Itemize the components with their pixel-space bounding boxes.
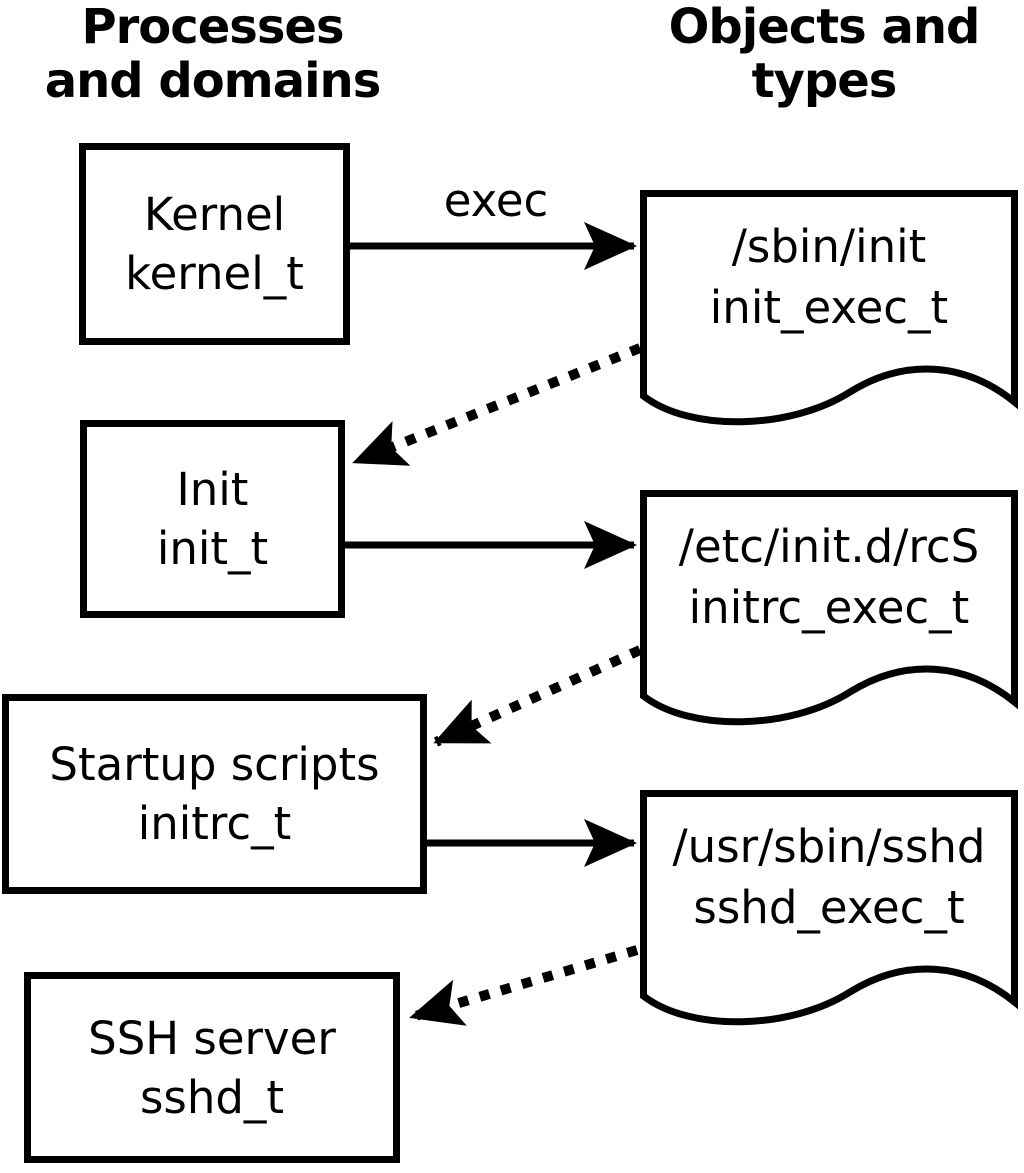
process-type: sshd_t: [139, 1070, 285, 1124]
object-doc-etc-initd-rcs: /etc/init.d/rcS initrc_exec_t: [640, 516, 1018, 638]
object-path: /sbin/init: [731, 220, 927, 273]
object-type: init_exec_t: [709, 281, 949, 334]
left-column-header-line1: Processes: [81, 0, 344, 55]
process-name: SSH server: [88, 1011, 336, 1065]
process-rect-ssh-server: [24, 972, 400, 1163]
object-path: /etc/init.d/rcS: [678, 520, 980, 573]
process-type: kernel_t: [125, 247, 304, 300]
right-column-header: Objects and types: [628, 0, 1020, 108]
transition-arrow-to-initrc: [433, 645, 643, 747]
object-doc-usr-sbin-sshd: /usr/sbin/sshd sshd_exec_t: [640, 816, 1018, 938]
document-shape-usr-sbin-sshd: [640, 790, 1018, 1026]
object-path: /usr/sbin/sshd: [672, 820, 986, 873]
process-type: initrc_t: [137, 797, 292, 850]
process-type: init_t: [156, 522, 269, 575]
process-name: Startup scripts: [49, 738, 380, 791]
left-column-header-line2: and domains: [44, 53, 382, 109]
object-type: sshd_exec_t: [693, 881, 965, 934]
process-name: Kernel: [143, 188, 286, 241]
process-rect-init: [80, 420, 345, 618]
left-column-header: Processes and domains: [15, 0, 410, 108]
object-type: initrc_exec_t: [688, 581, 970, 634]
right-column-header-line1: Objects and: [668, 0, 981, 55]
process-name: Init: [176, 463, 249, 516]
exec-arrow-label: exec: [443, 174, 549, 227]
process-rect-kernel: [79, 143, 350, 345]
right-column-header-line2: types: [751, 53, 898, 109]
transition-arrow-to-init: [352, 343, 642, 467]
process-box-startup-scripts: Startup scripts initrc_t: [2, 694, 427, 894]
process-box-init: Init init_t: [80, 420, 345, 618]
object-doc-sbin-init: /sbin/init init_exec_t: [640, 216, 1018, 338]
process-box-kernel: Kernel kernel_t: [79, 143, 350, 345]
transition-arrow-to-sshd: [409, 945, 639, 1026]
document-shape-sbin-init: [640, 190, 1018, 426]
document-shape-etc-initd-rcs: [640, 490, 1018, 726]
process-rect-startup-scripts: [2, 694, 427, 894]
process-box-ssh-server: SSH server sshd_t: [24, 972, 400, 1163]
